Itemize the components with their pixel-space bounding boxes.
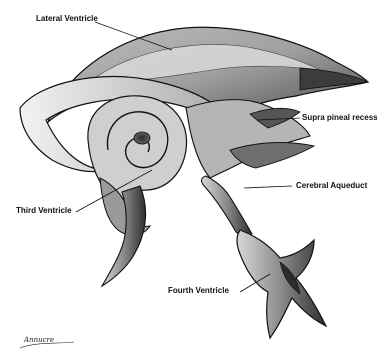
label-supra-pineal-recess: Supra pineal recess bbox=[302, 113, 378, 123]
posterior-wedge bbox=[230, 143, 314, 168]
fourth-ventricle bbox=[237, 230, 326, 338]
label-lateral-ventricle: Lateral Ventricle bbox=[36, 14, 98, 24]
cerebral-aqueduct bbox=[202, 176, 253, 235]
label-third-ventricle: Third Ventricle bbox=[16, 206, 72, 216]
interthalamic-adhesion bbox=[134, 132, 150, 144]
artist-signature: Annucre bbox=[24, 336, 54, 344]
label-cerebral-aqueduct: Cerebral Aqueduct bbox=[296, 181, 367, 191]
label-fourth-ventricle: Fourth Ventricle bbox=[168, 286, 229, 296]
